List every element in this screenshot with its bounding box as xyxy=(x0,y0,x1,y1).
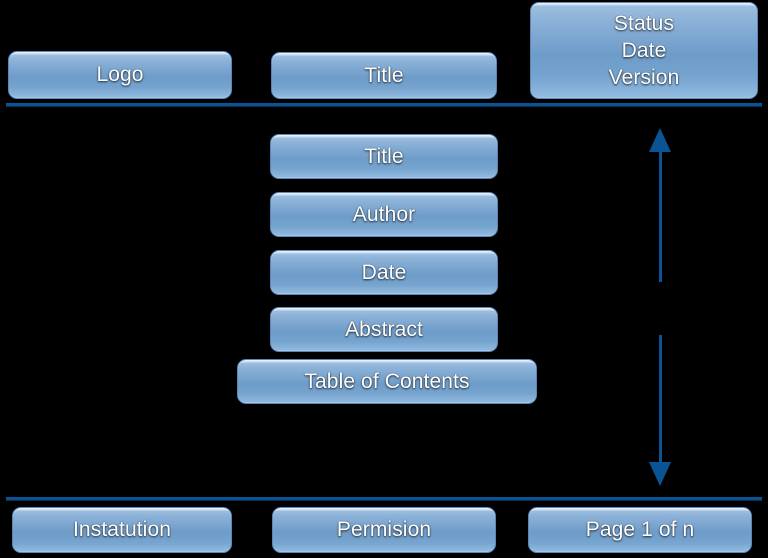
header-divider xyxy=(6,103,762,106)
arrow-down-head-icon xyxy=(649,462,671,486)
body-block-table-of-contents-label: Table of Contents xyxy=(304,369,470,393)
body-block-abstract-label: Abstract xyxy=(345,317,423,341)
body-height-arrow xyxy=(649,128,671,486)
body-block-abstract[interactable]: Abstract xyxy=(270,307,498,352)
header-title-label: Title xyxy=(364,63,404,87)
footer-page-number-label: Page 1 of n xyxy=(585,518,695,542)
footer-institution-box[interactable]: Instatution xyxy=(12,507,232,553)
header-status-label: Status Date Version xyxy=(608,11,680,90)
arrow-shaft-lower xyxy=(658,335,662,463)
body-block-date-label: Date xyxy=(361,260,407,284)
body-block-author-label: Author xyxy=(352,202,416,226)
footer-permission-box[interactable]: Permision xyxy=(272,507,496,553)
footer-page-number-box[interactable]: Page 1 of n xyxy=(528,507,752,553)
body-block-table-of-contents[interactable]: Table of Contents xyxy=(237,359,537,404)
body-block-title-label: Title xyxy=(364,144,404,168)
arrow-up-head-icon xyxy=(649,128,671,152)
header-status-box[interactable]: Status Date Version xyxy=(530,2,758,99)
header-logo-box[interactable]: Logo xyxy=(8,51,232,99)
arrow-shaft-upper xyxy=(658,151,662,282)
body-block-date[interactable]: Date xyxy=(270,250,498,295)
footer-permission-label: Permision xyxy=(336,518,432,542)
header-title-box[interactable]: Title xyxy=(271,52,497,99)
body-block-author[interactable]: Author xyxy=(270,192,498,237)
body-block-title[interactable]: Title xyxy=(270,134,498,179)
header-logo-label: Logo xyxy=(96,63,144,87)
footer-institution-label: Instatution xyxy=(73,518,171,542)
footer-divider xyxy=(6,497,762,500)
